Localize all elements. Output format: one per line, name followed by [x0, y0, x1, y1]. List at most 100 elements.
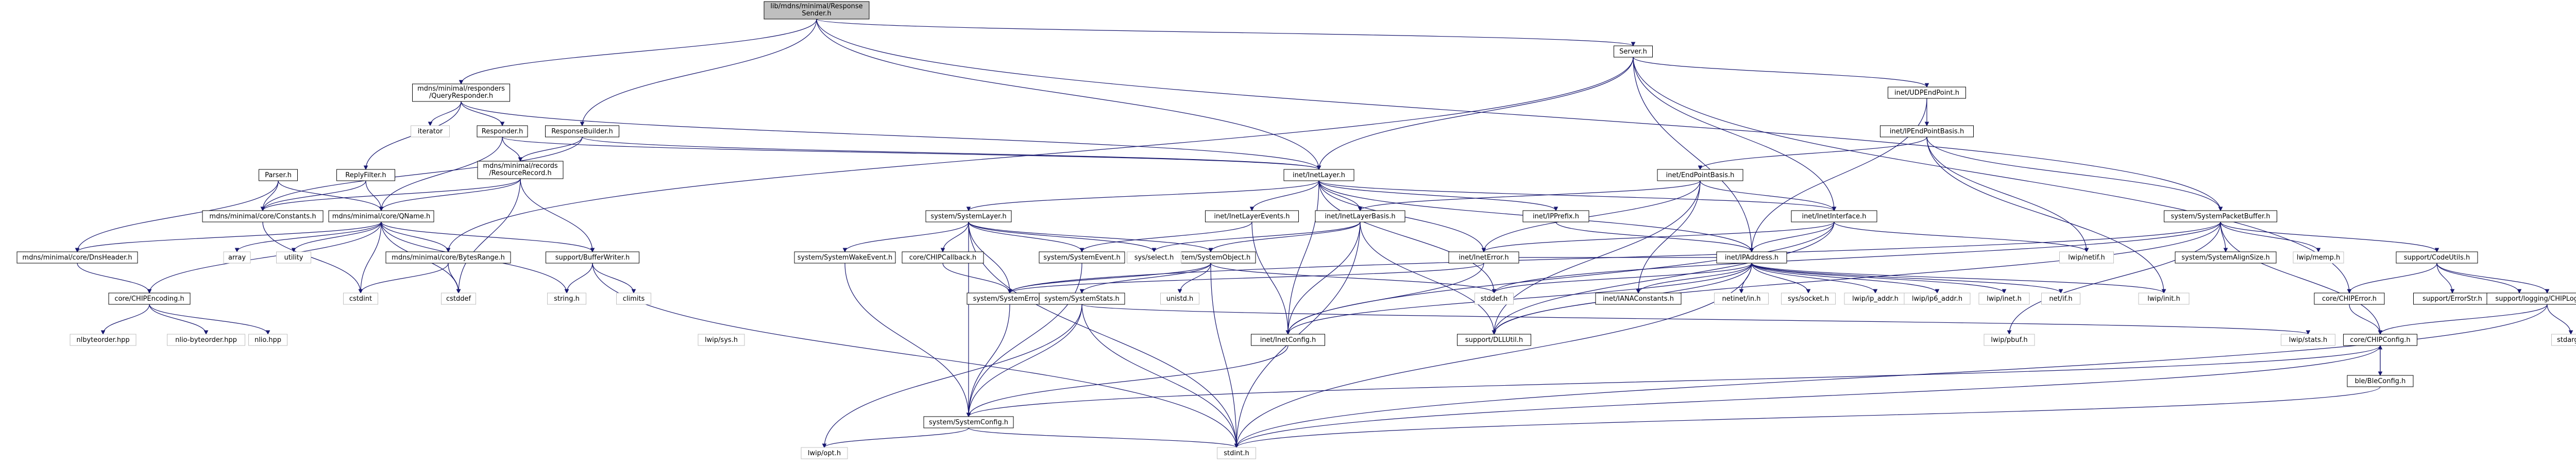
node-array[interactable]: array [223, 251, 251, 264]
node-net-if[interactable]: net/if.h [2041, 292, 2080, 305]
node-netinet-in[interactable]: netinet/in.h [1714, 292, 1769, 305]
edge-support-code-utils-to-nlassert [2436, 263, 2522, 294]
node-qname[interactable]: mdns/minimal/core/QName.h [328, 210, 434, 222]
node-bytes-range[interactable]: mdns/minimal/core/BytesRange.h [385, 251, 511, 264]
node-responder[interactable]: Responder.h [477, 125, 528, 137]
node-label: inet/InetInterface.h [1802, 213, 1866, 220]
node-label: system/SystemPacketBuffer.h [2171, 213, 2270, 220]
node-query-responder[interactable]: mdns/minimal/responders/QueryResponder.h [412, 83, 510, 102]
node-label: inet/InetLayer.h [1293, 171, 1345, 179]
node-inet-layer-basis[interactable]: inet/InetLayerBasis.h [1315, 210, 1405, 222]
node-lwip-init[interactable]: lwip/init.h [2138, 292, 2190, 305]
node-lwip-pbuf[interactable]: lwip/pbuf.h [1984, 334, 2035, 346]
node-label: inet/InetConfig.h [1260, 336, 1316, 344]
node-inet-interface[interactable]: inet/InetInterface.h [1791, 210, 1877, 222]
edge-reply-filter-to-core-constants [260, 180, 366, 212]
node-udp-endpoint[interactable]: inet/UDPEndPoint.h [1888, 87, 1966, 99]
node-ble-config[interactable]: ble/BleConfig.h [2347, 375, 2414, 387]
node-support-dllutil[interactable]: support/DLLUtil.h [1457, 334, 1531, 346]
node-system-stats[interactable]: system/SystemStats.h [1039, 292, 1125, 305]
node-chip-encoding[interactable]: core/CHIPEncoding.h [108, 292, 191, 305]
node-sys-socket[interactable]: sys/socket.h [1781, 292, 1836, 305]
node-system-layer[interactable]: system/SystemLayer.h [925, 210, 1012, 222]
node-core-constants[interactable]: mdns/minimal/core/Constants.h [202, 210, 324, 222]
node-lwip-ip6-addr[interactable]: lwip/ip6_addr.h [1904, 292, 1971, 305]
node-system-event[interactable]: system/SystemEvent.h [1039, 251, 1125, 264]
edge-system-object-to-system-stats [1079, 263, 1211, 294]
node-dns-header[interactable]: mdns/minimal/core/DnsHeader.h [16, 251, 138, 264]
node-label: support/BufferWriter.h [555, 254, 630, 262]
node-label: lwip/sys.h [705, 336, 738, 344]
node-response-builder[interactable]: ResponseBuilder.h [545, 125, 619, 137]
node-lwip-ip-addr[interactable]: lwip/ip_addr.h [1844, 292, 1907, 305]
node-box [2486, 292, 2576, 305]
node-utility[interactable]: utility [276, 251, 311, 264]
node-system-wake-event[interactable]: system/SystemWakeEvent.h [794, 251, 896, 264]
node-stdint[interactable]: stdint.h [1217, 447, 1256, 459]
node-chip-callback[interactable]: core/CHIPCallback.h [902, 251, 984, 264]
edge-parser-to-qname [278, 180, 384, 212]
node-system-error[interactable]: system/SystemError.h [967, 292, 1053, 305]
node-box [2041, 292, 2080, 305]
edge-inet-layer-to-inet-prefix [1318, 180, 1558, 212]
node-box [764, 1, 870, 20]
node-system-packet-buffer[interactable]: system/SystemPacketBuffer.h [2164, 210, 2277, 222]
node-parser[interactable]: Parser.h [259, 169, 298, 181]
node-system-config[interactable]: system/SystemConfig.h [923, 416, 1014, 428]
edge-support-logging-to-stdarg [2547, 304, 2573, 335]
edge-responder-to-inet-layer [502, 136, 1321, 170]
node-support-error-str[interactable]: support/ErrorStr.h [2413, 292, 2492, 305]
node-nlbyteorder-hpp[interactable]: nlbyteorder.hpp [70, 334, 137, 346]
node-cstddef[interactable]: cstddef [441, 292, 476, 305]
node-inet-layer[interactable]: inet/InetLayer.h [1283, 169, 1354, 181]
node-ip-address[interactable]: inet/IPAddress.h [1716, 251, 1787, 264]
node-system-align[interactable]: system/SystemAlignSize.h [2175, 251, 2277, 264]
node-box [1888, 87, 1966, 99]
node-inet-error[interactable]: inet/InetError.h [1448, 251, 1519, 264]
node-box [925, 210, 1012, 222]
node-iterator[interactable]: iterator [411, 125, 450, 137]
node-cstdint[interactable]: cstdint [343, 292, 378, 305]
node-lwip-netif[interactable]: lwip/netif.h [2059, 251, 2114, 264]
node-buffer-writer[interactable]: support/BufferWriter.h [546, 251, 639, 264]
node-label: cstdint [349, 295, 372, 303]
node-box [1984, 334, 2035, 346]
node-inet-layer-events[interactable]: inet/InetLayerEvents.h [1205, 210, 1299, 222]
node-box [545, 125, 619, 137]
edge-chip-config-to-stdint [1234, 345, 2381, 449]
graph-nodes: lib/mdns/minimal/ResponseSender.hServer.… [16, 1, 2576, 459]
node-support-logging[interactable]: support/logging/CHIPLogging.h [2486, 292, 2576, 305]
node-label: mdns/minimal/core/Constants.h [209, 213, 316, 220]
node-support-code-utils[interactable]: support/CodeUtils.h [2396, 251, 2478, 264]
node-lwip-stats[interactable]: lwip/stats.h [2281, 334, 2335, 346]
node-lwip-inet[interactable]: lwip/inet.h [1978, 292, 2030, 305]
node-system-object[interactable]: system/SystemObject.h [1165, 251, 1256, 264]
node-reply-filter[interactable]: ReplyFilter.h [336, 169, 395, 181]
node-stdarg[interactable]: stdarg.h [2551, 334, 2576, 346]
node-nlio-hpp[interactable]: nlio.hpp [248, 334, 287, 346]
node-inet-config[interactable]: inet/InetConfig.h [1251, 334, 1325, 346]
node-inet-iana[interactable]: inet/IANAConstants.h [1595, 292, 1682, 305]
node-lwip-sys[interactable]: lwip/sys.h [698, 334, 745, 346]
node-lwip-opt[interactable]: lwip/opt.h [801, 447, 848, 459]
node-unistd[interactable]: unistd.h [1160, 292, 1199, 305]
node-chip-config[interactable]: core/CHIPConfig.h [2343, 334, 2417, 346]
node-chip-error[interactable]: core/CHIPError.h [2314, 292, 2385, 305]
node-stddef[interactable]: stddef.h [1475, 292, 1514, 305]
node-sys-select[interactable]: sys/select.h [1127, 251, 1181, 264]
node-server[interactable]: Server.h [1614, 45, 1653, 58]
node-inet-prefix[interactable]: inet/IPPrefix.h [1522, 210, 1589, 222]
node-inet-endpoint-basis[interactable]: inet/EndPointBasis.h [1657, 169, 1743, 181]
node-nlio-byteorder-hpp[interactable]: nlio-byteorder.hpp [167, 334, 245, 346]
edge-resource-record-to-buffer-writer [520, 178, 595, 253]
node-ip-endpoint-basis[interactable]: inet/IPEndPointBasis.h [1880, 125, 1974, 137]
node-label: core/CHIPCallback.h [909, 254, 977, 262]
node-box [2551, 334, 2576, 346]
node-lwip-mem[interactable]: lwip/memp.h [2293, 251, 2344, 264]
node-string[interactable]: string.h [547, 292, 586, 305]
node-climits[interactable]: climits [616, 292, 651, 305]
node-label: inet/IPEndPointBasis.h [1890, 128, 1964, 135]
node-resource-record[interactable]: mdns/minimal/records/ResourceRecord.h [477, 161, 564, 179]
edge-system-wake-event-to-system-config [844, 263, 971, 418]
